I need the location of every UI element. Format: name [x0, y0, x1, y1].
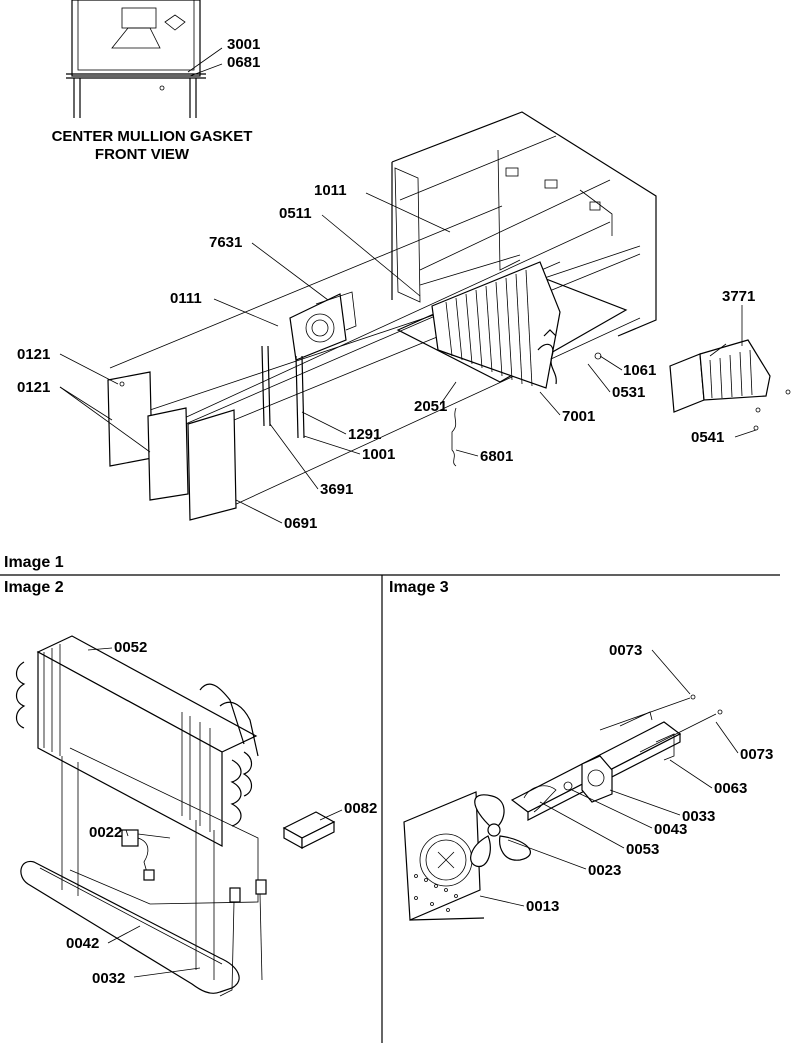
part-label-0082: 0082: [344, 800, 377, 817]
part-label-0681: 0681: [227, 54, 260, 71]
part-label-0052: 0052: [114, 639, 147, 656]
screws-drawing: [599, 694, 723, 753]
panels-drawing: [107, 345, 457, 521]
image-2-evaporator-heater: 0052 0022 0082 0042 0032: [15, 635, 377, 997]
motor-mount-drawing: [523, 781, 573, 813]
part-label-0023: 0023: [588, 862, 621, 879]
part-label-0042: 0042: [66, 935, 99, 952]
defrost-heater-drawing: [20, 756, 240, 994]
harness-connectors-drawing: [219, 879, 267, 997]
exploded-guide-lines: [109, 205, 641, 507]
part-label-0053: 0053: [626, 841, 659, 858]
image3-leader-lines: [479, 649, 739, 907]
evaporator-coil-drawing: [15, 635, 259, 905]
image-1-exploded-view: CENTER MULLION GASKET FRONT VIEW 3001 06…: [17, 0, 791, 532]
image2-leader-lines: [87, 647, 343, 978]
ice-maker-drawing: [669, 339, 791, 431]
part-label-1011: 1011: [314, 182, 347, 199]
part-label-0121-upper: 0121: [17, 346, 50, 363]
thermostat-drawing: [121, 829, 171, 881]
part-label-3691: 3691: [320, 481, 353, 498]
part-label-0073-lower: 0073: [740, 746, 773, 763]
image1-leader-lines: [59, 192, 757, 524]
fan-motor-drawing: [581, 755, 613, 803]
part-label-0013: 0013: [526, 898, 559, 915]
part-label-0073-upper: 0073: [609, 642, 642, 659]
center-mullion-gasket-drawing: [66, 0, 223, 118]
part-label-0511: 0511: [279, 205, 312, 222]
part-label-3001: 3001: [227, 36, 260, 53]
image-3-title: Image 3: [389, 579, 449, 596]
part-label-0531: 0531: [612, 384, 645, 401]
part-label-1001: 1001: [362, 446, 395, 463]
fuse-drawing: [282, 811, 336, 850]
part-label-0121-lower: 0121: [17, 379, 50, 396]
part-label-7631: 7631: [209, 234, 242, 251]
part-label-0033: 0033: [682, 808, 715, 825]
part-label-0541: 0541: [691, 429, 724, 446]
fan-bracket-drawing: [289, 291, 357, 361]
part-label-0022: 0022: [89, 824, 122, 841]
part-label-7001: 7001: [562, 408, 595, 425]
part-label-3771: 3771: [722, 288, 755, 305]
part-label-0032: 0032: [92, 970, 125, 987]
part-label-0691: 0691: [284, 515, 317, 532]
part-label-0063: 0063: [714, 780, 747, 797]
gasket-caption-line2: FRONT VIEW: [95, 146, 190, 163]
liner-box-drawing: [391, 111, 657, 337]
part-label-1291: 1291: [348, 426, 381, 443]
image-2-title: Image 2: [4, 579, 64, 596]
fan-blade-drawing: [470, 794, 531, 868]
part-label-1061: 1061: [623, 362, 656, 379]
part-label-0043: 0043: [654, 821, 687, 838]
image-1-title: Image 1: [4, 554, 64, 571]
part-label-0111: 0111: [170, 290, 202, 307]
part-label-2051: 2051: [414, 398, 447, 415]
gasket-caption-line1: CENTER MULLION GASKET: [52, 128, 253, 145]
part-label-6801: 6801: [480, 448, 513, 465]
evaporator-drawing: [396, 261, 628, 389]
image-3-fan-assembly: 0073 0073 0063 0033 0043 0053 0023 0013: [403, 642, 773, 921]
